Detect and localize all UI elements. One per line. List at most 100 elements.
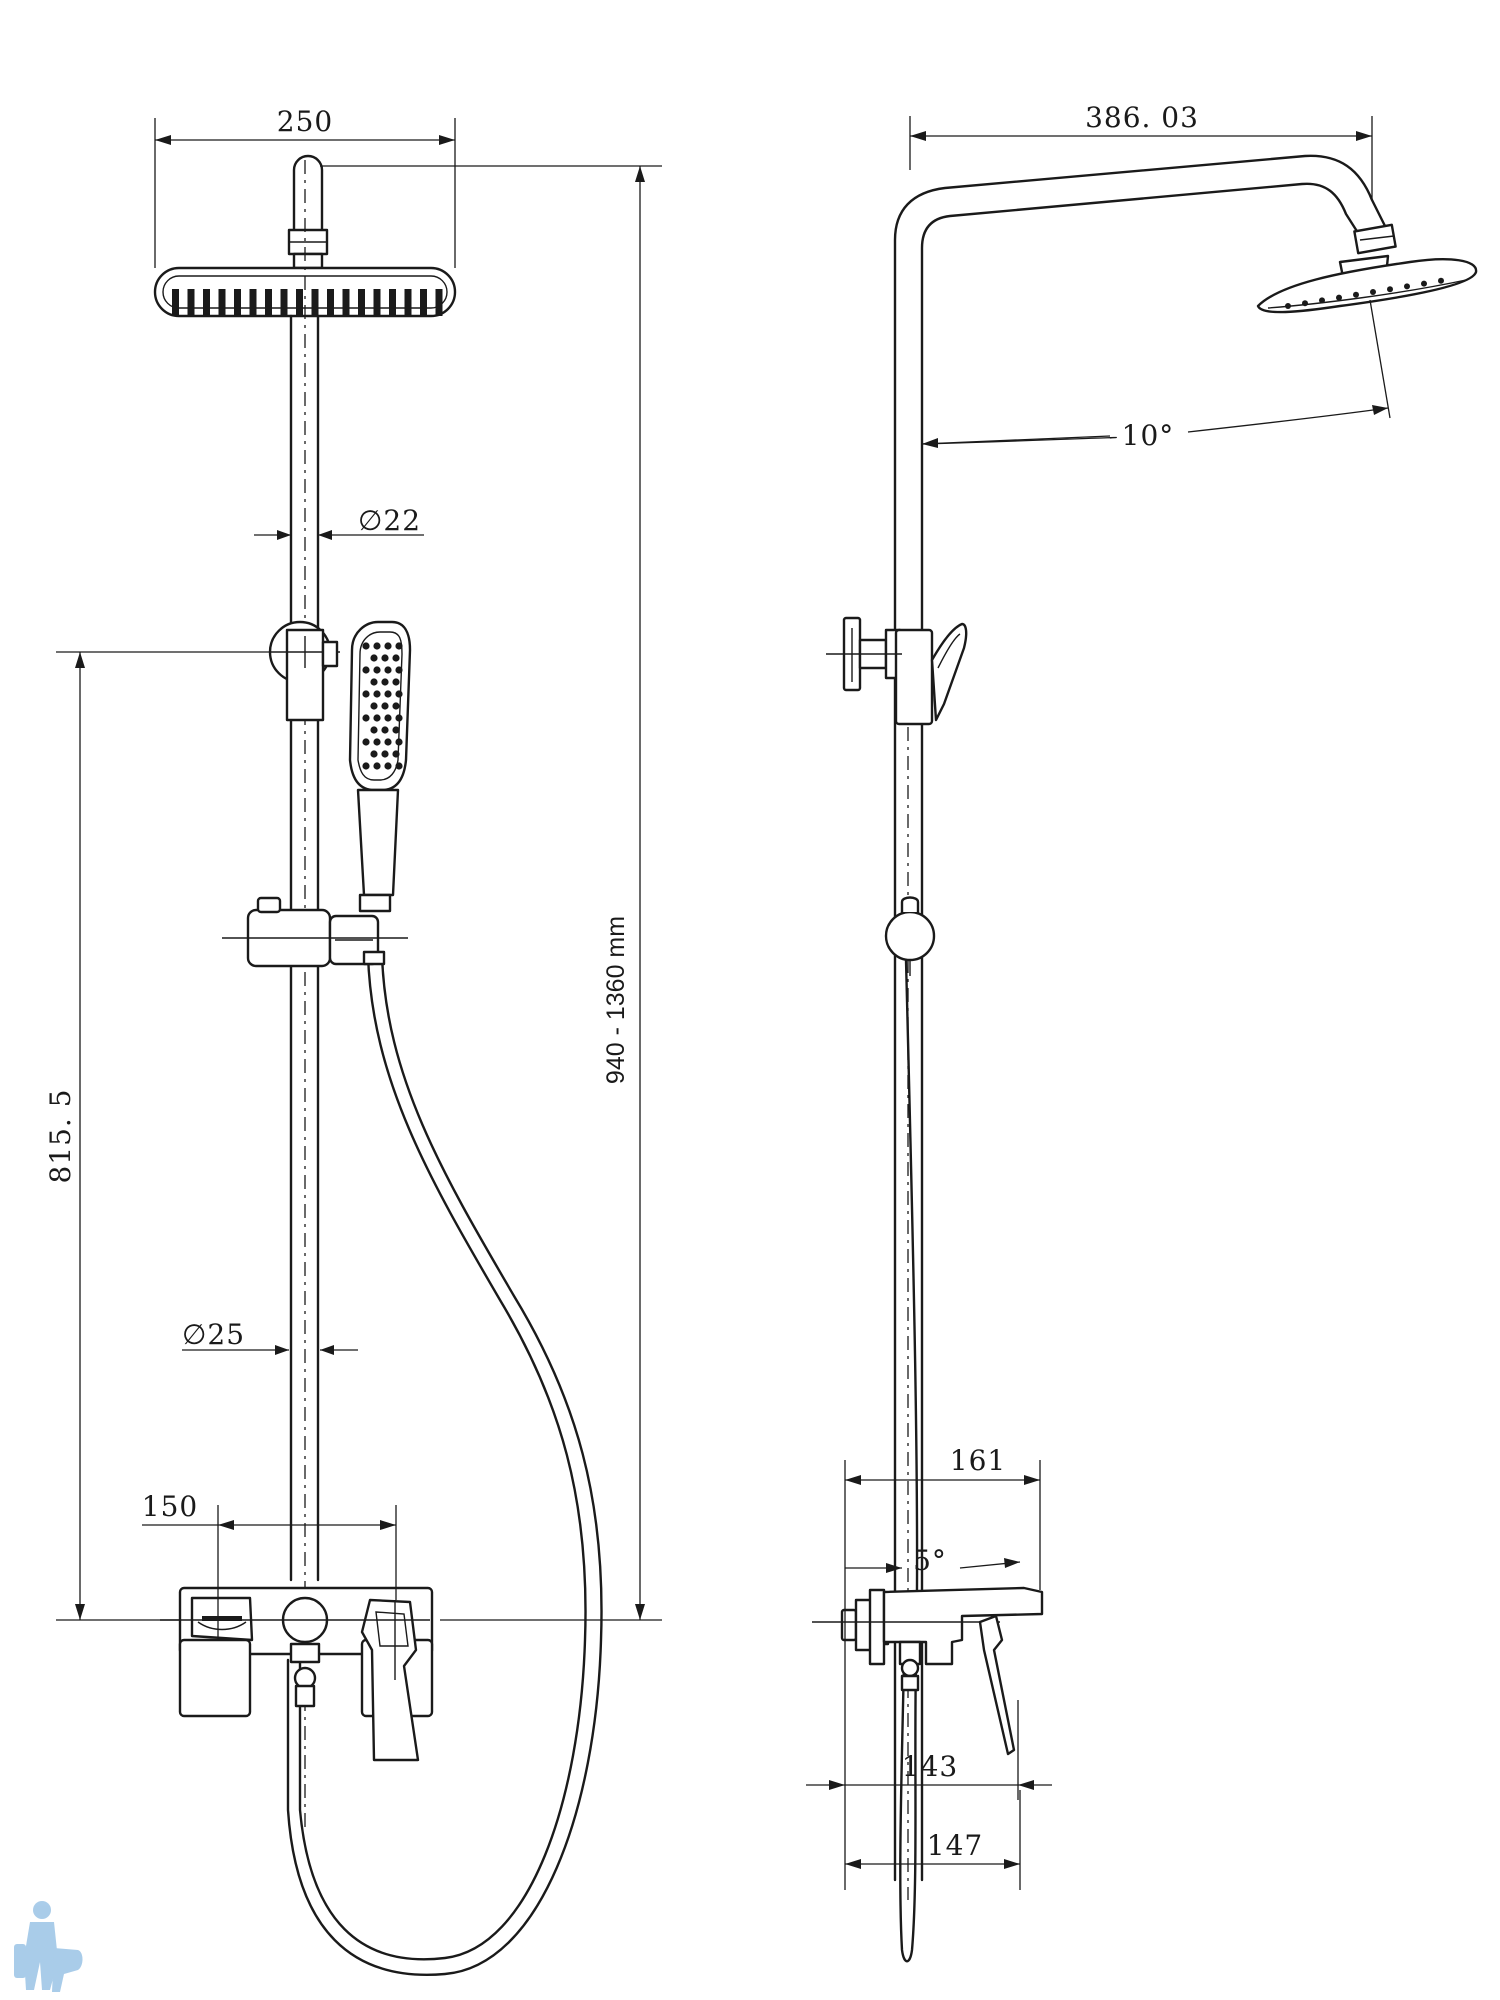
dim-label-150: 150: [142, 1490, 198, 1523]
hand-shower-nozzle: [392, 702, 400, 710]
dim-side-head-angle: 10°: [921, 299, 1391, 452]
side-hose: [899, 958, 919, 1963]
hand-shower-nozzle: [384, 666, 392, 674]
dim-side-bottom-depth: 147: [845, 1790, 1021, 1890]
dim-front-holder-height: 815. 5: [44, 651, 270, 1621]
hand-shower-nozzle: [370, 678, 378, 686]
hand-shower-nozzle: [395, 738, 403, 746]
hand-shower-nozzle: [373, 666, 381, 674]
side-head-nozzle: [1336, 294, 1342, 301]
front-hose: [298, 953, 587, 1961]
hand-shower-nozzle: [362, 666, 370, 674]
hand-shower-nozzle: [395, 714, 403, 722]
head-nozzle-slot: [404, 289, 412, 316]
side-head-nozzle: [1285, 303, 1291, 309]
plumber-watermark-icon: [14, 1901, 83, 1992]
dim-front-total-height: 940 - 1360 mm: [320, 165, 662, 1621]
front-head-nut: [292, 252, 324, 270]
front-hose-inner: [286, 953, 603, 1976]
dim-front-top-diameter: ∅22: [254, 504, 424, 540]
side-head-nozzle: [1421, 280, 1427, 287]
dim-side-arm-reach: 386. 03: [909, 101, 1373, 200]
dim-label-5deg: 5°: [913, 1544, 947, 1577]
head-nozzle-slot: [420, 289, 427, 316]
side-head-nozzle: [1404, 283, 1410, 290]
hand-shower-nozzle: [381, 654, 389, 662]
head-nozzle-slot: [265, 289, 272, 316]
side-arm-inner: [920, 182, 1362, 1882]
dim-label-d22: ∅22: [358, 504, 421, 537]
side-rain-head: [1256, 223, 1478, 314]
side-hand-shower: [930, 622, 968, 722]
dim-label-161: 161: [950, 1444, 1006, 1477]
front-slide-holder: [222, 896, 408, 968]
dim-label-143: 143: [902, 1750, 958, 1783]
hand-shower-nozzle: [370, 750, 378, 758]
head-nozzle-slot: [311, 289, 319, 316]
hand-shower-nozzle: [373, 690, 381, 698]
dim-front-bottom-diameter: ∅25: [182, 1318, 358, 1355]
hand-shower-nozzle: [395, 642, 403, 650]
hand-shower-nozzle: [392, 726, 400, 734]
hand-shower-nozzle: [395, 762, 403, 770]
hand-shower-nozzle: [362, 642, 370, 650]
hand-shower-nozzle: [384, 642, 392, 650]
front-lever: [360, 1598, 420, 1762]
hand-shower-nozzle: [373, 642, 381, 650]
side-slide-holder: [884, 896, 936, 976]
side-lever: [978, 1614, 1016, 1756]
side-head-nozzle: [1319, 297, 1325, 304]
head-nozzle-slot: [296, 289, 303, 316]
head-nozzle-slot: [327, 289, 334, 316]
hand-shower-nozzle: [362, 690, 370, 698]
head-nozzle-slot: [342, 289, 350, 316]
head-nozzle-slot: [358, 289, 365, 316]
head-nozzle-slot: [218, 289, 226, 316]
head-nozzle-slot: [203, 289, 210, 316]
front-rain-head: [153, 266, 457, 318]
side-head-nozzle: [1302, 300, 1308, 307]
dim-side-spout-angle: 5°: [845, 1544, 1021, 1577]
hand-shower-nozzle: [373, 738, 381, 746]
front-top-riser: [292, 154, 324, 234]
hand-shower-nozzle: [392, 654, 400, 662]
dim-label-815: 815. 5: [44, 1088, 77, 1183]
side-arm-outer: [893, 154, 1390, 1882]
dim-side-lever-depth: 143: [806, 1700, 1052, 1800]
hand-shower-nozzle: [384, 762, 392, 770]
hand-shower-nozzle: [395, 666, 403, 674]
hand-shower-nozzle: [373, 714, 381, 722]
dim-front-head-width: 250: [154, 105, 456, 268]
hand-shower-nozzle: [362, 738, 370, 746]
side-upper-holder: [826, 616, 934, 726]
front-mixer: [160, 1586, 434, 1762]
hand-shower-nozzle: [362, 762, 370, 770]
side-mixer: [812, 1586, 1044, 1756]
dim-side-mixer-depth: 161: [844, 1444, 1041, 1890]
dim-label-total-height: 940 - 1360 mm: [602, 916, 630, 1084]
hand-shower-nozzle: [370, 702, 378, 710]
head-nozzle-slot: [280, 289, 288, 316]
head-nozzle-slot: [234, 289, 241, 316]
hand-shower-nozzle: [384, 714, 392, 722]
head-nozzle-slot: [249, 289, 257, 316]
dim-label-386: 386. 03: [1085, 101, 1199, 134]
hand-shower-nozzle: [384, 690, 392, 698]
hand-shower-nozzle: [392, 750, 400, 758]
hand-shower-nozzle: [381, 678, 389, 686]
dim-front-mixer-spacing: 150: [142, 1490, 397, 1640]
hand-shower-nozzle: [392, 678, 400, 686]
side-head-nozzle: [1370, 289, 1376, 295]
dim-label-147: 147: [927, 1829, 983, 1862]
side-view: 386. 03 10° 161 5°: [806, 101, 1478, 1963]
hand-shower-nozzle: [381, 750, 389, 758]
hand-shower-nozzle: [381, 726, 389, 734]
head-nozzle-slot: [435, 289, 443, 316]
hand-shower-nozzle: [395, 690, 403, 698]
front-view: 250 940 - 1360 mm 815. 5 ∅2: [44, 105, 662, 1976]
dim-label-d25: ∅25: [182, 1318, 245, 1351]
dim-label-10deg: 10°: [1122, 419, 1175, 452]
front-upper-sleeve: [285, 628, 325, 722]
hand-shower-nozzle: [370, 726, 378, 734]
